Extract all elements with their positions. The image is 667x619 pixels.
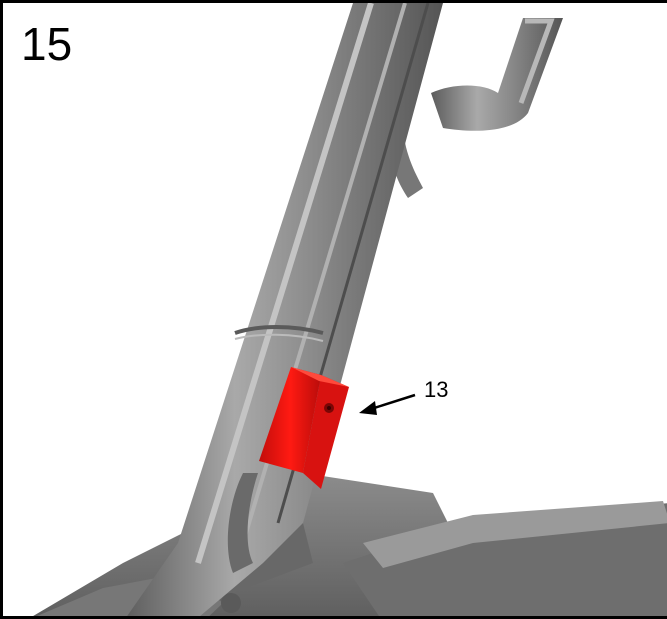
assembly-illustration xyxy=(33,3,667,616)
main-tube xyxy=(127,3,443,616)
callout-arrow xyxy=(359,393,416,415)
callout-label-13: 13 xyxy=(424,377,449,402)
step-number: 15 xyxy=(21,18,73,70)
base-deck xyxy=(33,473,667,616)
red-clip-part xyxy=(259,367,349,489)
